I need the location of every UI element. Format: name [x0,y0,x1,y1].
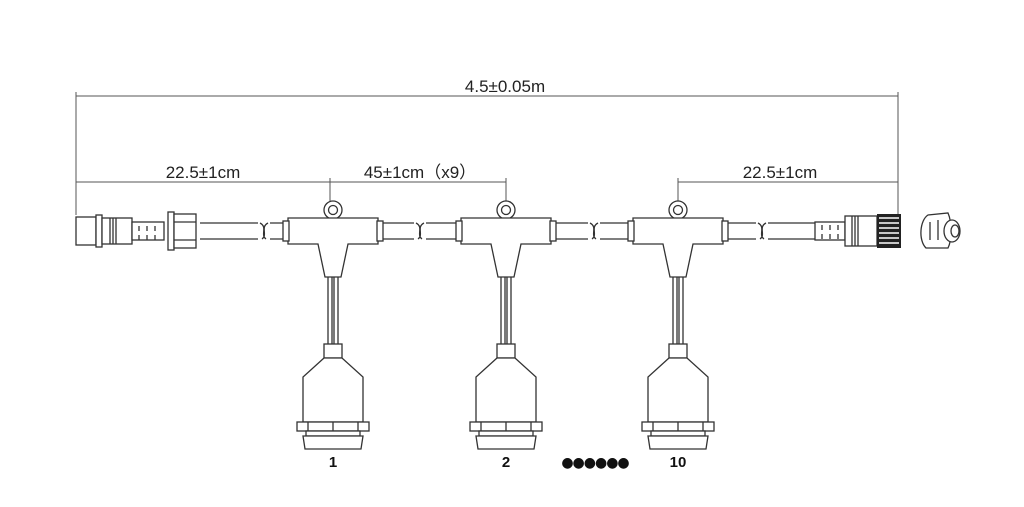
socket-number: 2 [502,454,510,471]
female-connector [814,214,901,248]
male-connector [75,211,197,251]
socket-number: 1 [329,454,337,471]
dimension-spacing: 45±1cm（x9） [330,163,507,202]
lead-in-label: 22.5±1cm [166,163,241,182]
dimension-total: 4.5±0.05m [75,77,899,215]
socket-10: 10 [627,200,729,471]
socket-1: 1 [282,200,384,471]
dimension-lead-out: 22.5±1cm [677,163,898,202]
end-cap [920,212,961,249]
ellipsis-dots: ●●●●●● [561,455,629,471]
socket-number: 10 [670,454,687,471]
spacing-label: 45±1cm（x9） [364,163,476,182]
total-length-label: 4.5±0.05m [465,77,545,96]
socket-2: 2 [455,200,557,471]
dimension-lead-in: 22.5±1cm [76,163,331,202]
lead-out-label: 22.5±1cm [743,163,818,182]
